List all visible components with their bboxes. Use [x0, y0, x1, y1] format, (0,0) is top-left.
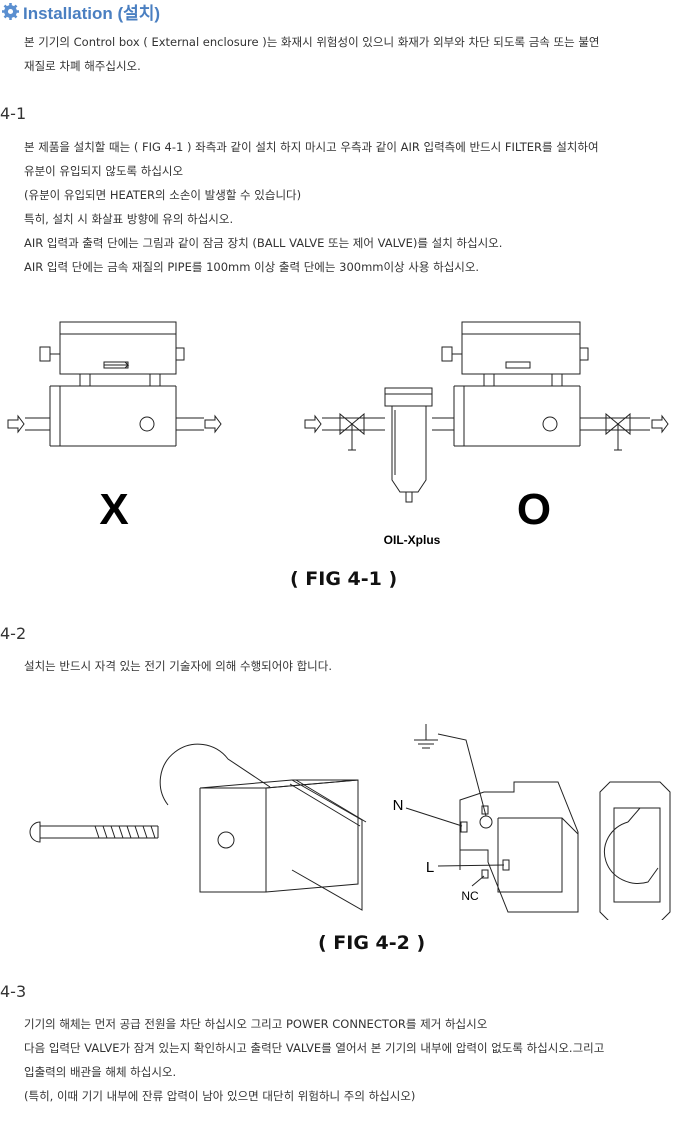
gear-icon [2, 2, 19, 20]
filter-label: OIL-Xplus [384, 533, 441, 547]
body-line: 입출력의 배관을 해체 하십시오. [24, 1065, 177, 1079]
fig-4-1-diagram: X O OIL-Xplus [7, 321, 669, 547]
inlet-piping [304, 412, 454, 451]
fig-4-2-caption: ( FIG 4-2 ) [318, 932, 426, 954]
body-line: AIR 입력 단에는 금속 재질의 PIPE를 100mm 이상 출력 단에는 … [24, 260, 480, 274]
body-line: 본 제품을 설치할 때는 ( FIG 4-1 ) 좌측과 같이 설치 하지 마시… [24, 140, 599, 154]
body-line: (유분이 유입되면 HEATER의 소손이 발생할 수 있습니다) [24, 188, 302, 202]
outlet-piping [580, 412, 669, 451]
intro-line: 본 기기의 Control box ( External enclosure )… [24, 35, 600, 49]
mounting-bolt [29, 821, 159, 843]
body-line: 다음 입력단 VALVE가 잠겨 있는지 확인하시고 출력단 VALVE를 열어… [24, 1041, 605, 1055]
terminal-block [459, 781, 579, 913]
body-line: 특히, 설치 시 화살표 방향에 유의 하십시오. [24, 212, 234, 226]
nc-leader [471, 875, 485, 887]
section-title-4-1: 4-1 [0, 104, 27, 123]
body-line: (특히, 이때 기기 내부에 잔류 압력이 남아 있으면 대단히 위험하니 주의… [24, 1089, 416, 1103]
connector-housing [159, 743, 367, 911]
body-line: 기기의 해체는 먼저 공급 전원을 차단 하십시오 그리고 POWER CONN… [24, 1017, 488, 1031]
section-title-4-3: 4-3 [0, 982, 27, 1001]
cover-plate [599, 781, 671, 920]
section-4-1-body: 본 제품을 설치할 때는 ( FIG 4-1 ) 좌측과 같이 설치 하지 마시… [24, 135, 599, 279]
body-line: 설치는 반드시 자격 있는 전기 기술자에 의해 수행되어야 합니다. [24, 659, 332, 673]
right-mark: O [517, 485, 551, 534]
body-line: AIR 입력과 출력 단에는 그림과 같이 잠금 장치 (BALL VALVE … [24, 236, 503, 250]
n-leader [405, 807, 463, 827]
page-title-text: Installation (설치) [23, 3, 161, 23]
l-leader [437, 864, 505, 867]
oil-filter [384, 387, 433, 503]
heater-unit-correct [441, 321, 589, 447]
fig-4-2-diagram: N L NC [29, 724, 671, 920]
intro-text: 본 기기의 Control box ( External enclosure )… [24, 30, 600, 78]
section-4-3-body: 기기의 해체는 먼저 공급 전원을 차단 하십시오 그리고 POWER CONN… [24, 1012, 604, 1108]
fig-4-1-caption: ( FIG 4-1 ) [290, 568, 398, 590]
section-title-4-2: 4-2 [0, 624, 27, 643]
label-n: N [393, 797, 404, 814]
wrong-mark: X [99, 485, 128, 534]
section-4-2-body: 설치는 반드시 자격 있는 전기 기술자에 의해 수행되어야 합니다. [24, 654, 332, 678]
ground-symbol [414, 724, 487, 817]
label-nc: NC [461, 889, 479, 903]
intro-line: 재질로 차폐 해주십시오. [24, 59, 141, 73]
heater-unit-wrong [7, 321, 222, 447]
label-l: L [426, 859, 434, 876]
page-title: Installation (설치) [2, 0, 161, 23]
body-line: 유분이 유입되지 않도록 하십시오 [24, 164, 184, 178]
